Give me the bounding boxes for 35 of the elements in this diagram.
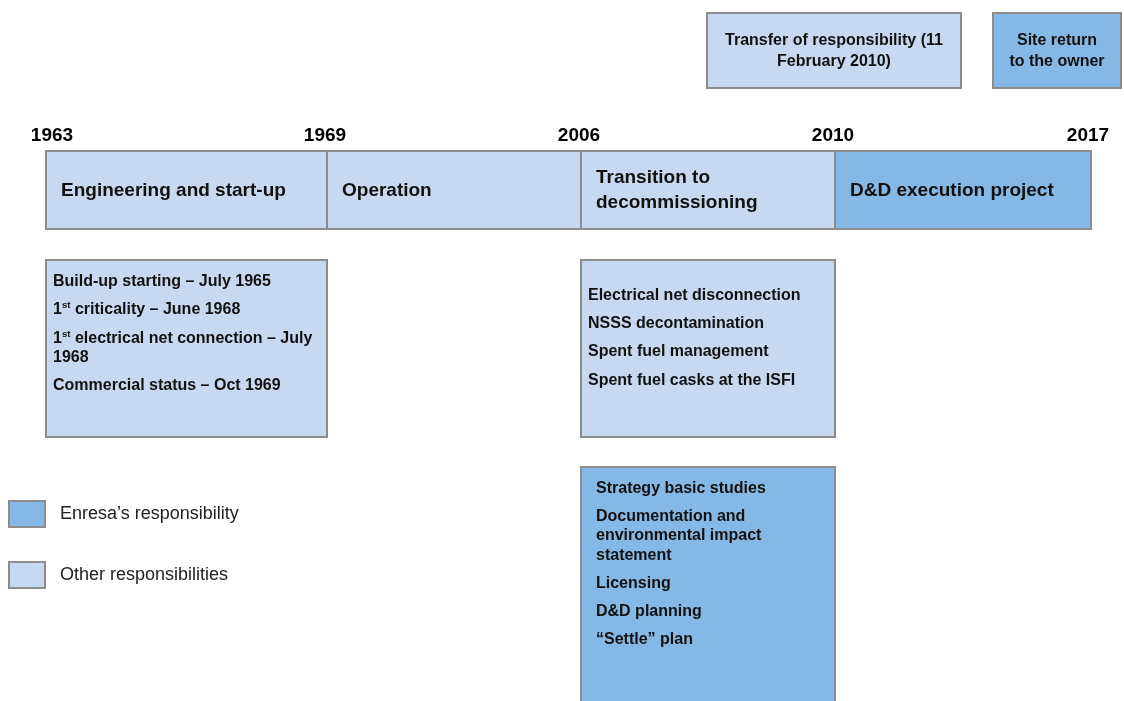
- phase-label: Engineering and start-up: [61, 177, 286, 202]
- activity-item: NSSS decontamination: [588, 313, 765, 333]
- phase-box: [834, 150, 1092, 230]
- activity-item: 1$^{st}$ criticality – June 1968: [53, 299, 241, 319]
- year-label: 1969: [303, 124, 347, 146]
- phase-box: [45, 150, 328, 230]
- activity-item: Build-up starting – July 1965: [53, 271, 271, 291]
- activity-item: Electrical net disconnection: [588, 285, 801, 305]
- phase-box: [580, 150, 836, 230]
- activity-item: “Settle” plan: [596, 629, 693, 649]
- milestone-label: Site return to the owner: [1008, 29, 1106, 71]
- activity-item: Strategy basic studies: [596, 478, 766, 498]
- phase-label: Operation: [342, 177, 432, 202]
- phase-label: Transition to decommissioning: [596, 165, 759, 214]
- year-label: 2010: [811, 124, 855, 146]
- activity-item: Spent fuel casks at the ISFI: [588, 369, 796, 389]
- year-label: 1963: [30, 124, 74, 146]
- legend-label: Enresa’s responsibility: [60, 503, 239, 524]
- activity-list-box: [580, 466, 836, 701]
- activity-item: Licensing: [596, 572, 671, 592]
- activity-list-box: [580, 259, 836, 438]
- phase-label: D&D execution project: [850, 177, 1054, 202]
- activity-item: Spent fuel management: [588, 341, 769, 361]
- milestone-label: Transfer of responsibility (11 February 2010): [724, 29, 944, 71]
- activity-item: 1$^{st}$ electrical net connection – July 1968: [53, 327, 314, 367]
- milestone-box: [706, 12, 962, 89]
- phase-box: [326, 150, 582, 230]
- activity-item: Documentation and environmental impact statement: [596, 506, 763, 564]
- year-label: 2017: [1066, 124, 1110, 146]
- year-label: 2006: [557, 124, 601, 146]
- legend-label: Other responsibilities: [60, 564, 229, 585]
- activity-item: D&D planning: [596, 600, 702, 621]
- activity-item: Commercial status – Oct 1969: [53, 375, 281, 395]
- milestone-box: [992, 12, 1122, 89]
- activity-list-box: [45, 259, 328, 438]
